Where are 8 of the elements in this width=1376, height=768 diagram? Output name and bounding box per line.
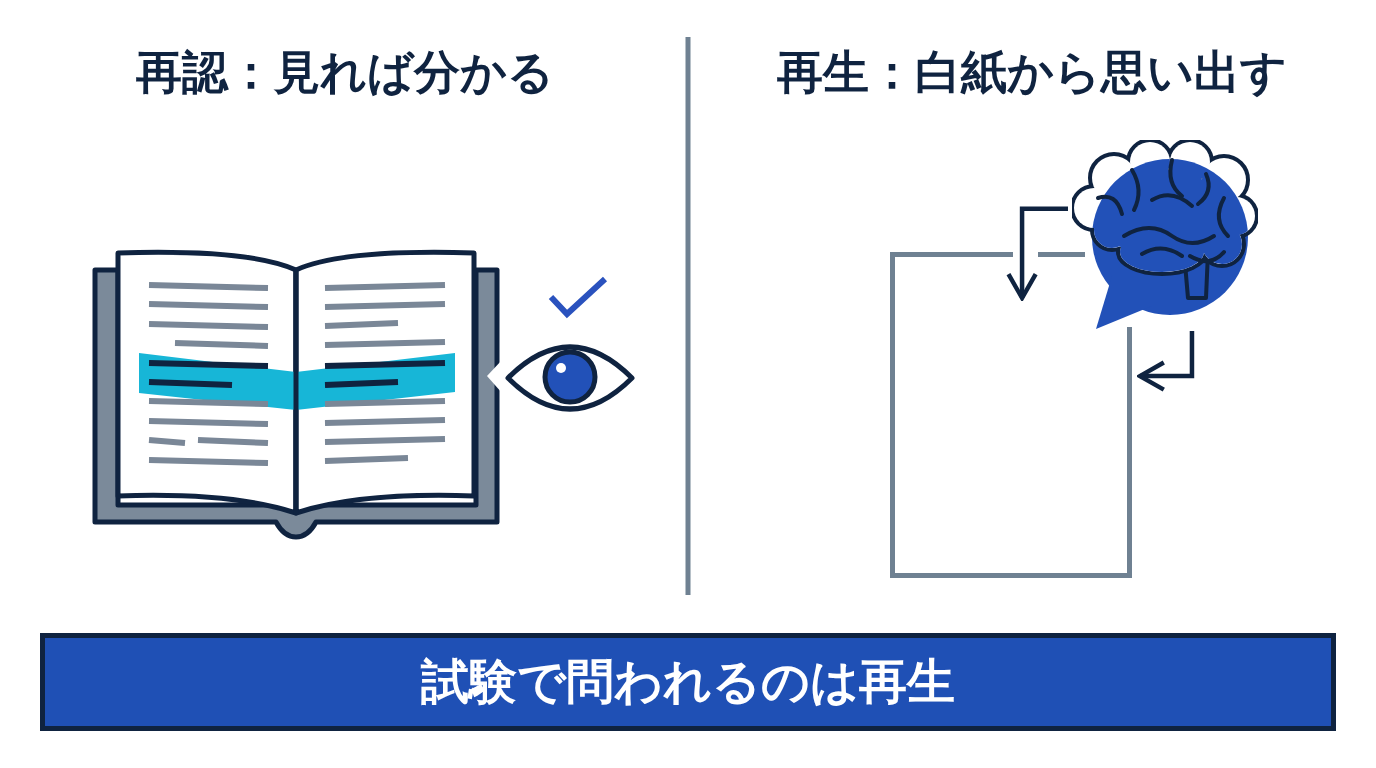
banner-text: 試験で問われるのは再生 — [421, 654, 955, 710]
arrow — [1137, 331, 1195, 392]
banner-bar — [40, 633, 1336, 731]
panel-heading: 再生：白紙から思い出す — [777, 46, 1287, 99]
blank-paper — [888, 250, 1134, 580]
brain-speech-bubble-icon — [1072, 140, 1258, 331]
panel-heading: 再認：見れば分かる — [136, 46, 554, 99]
arrow — [1006, 206, 1068, 301]
